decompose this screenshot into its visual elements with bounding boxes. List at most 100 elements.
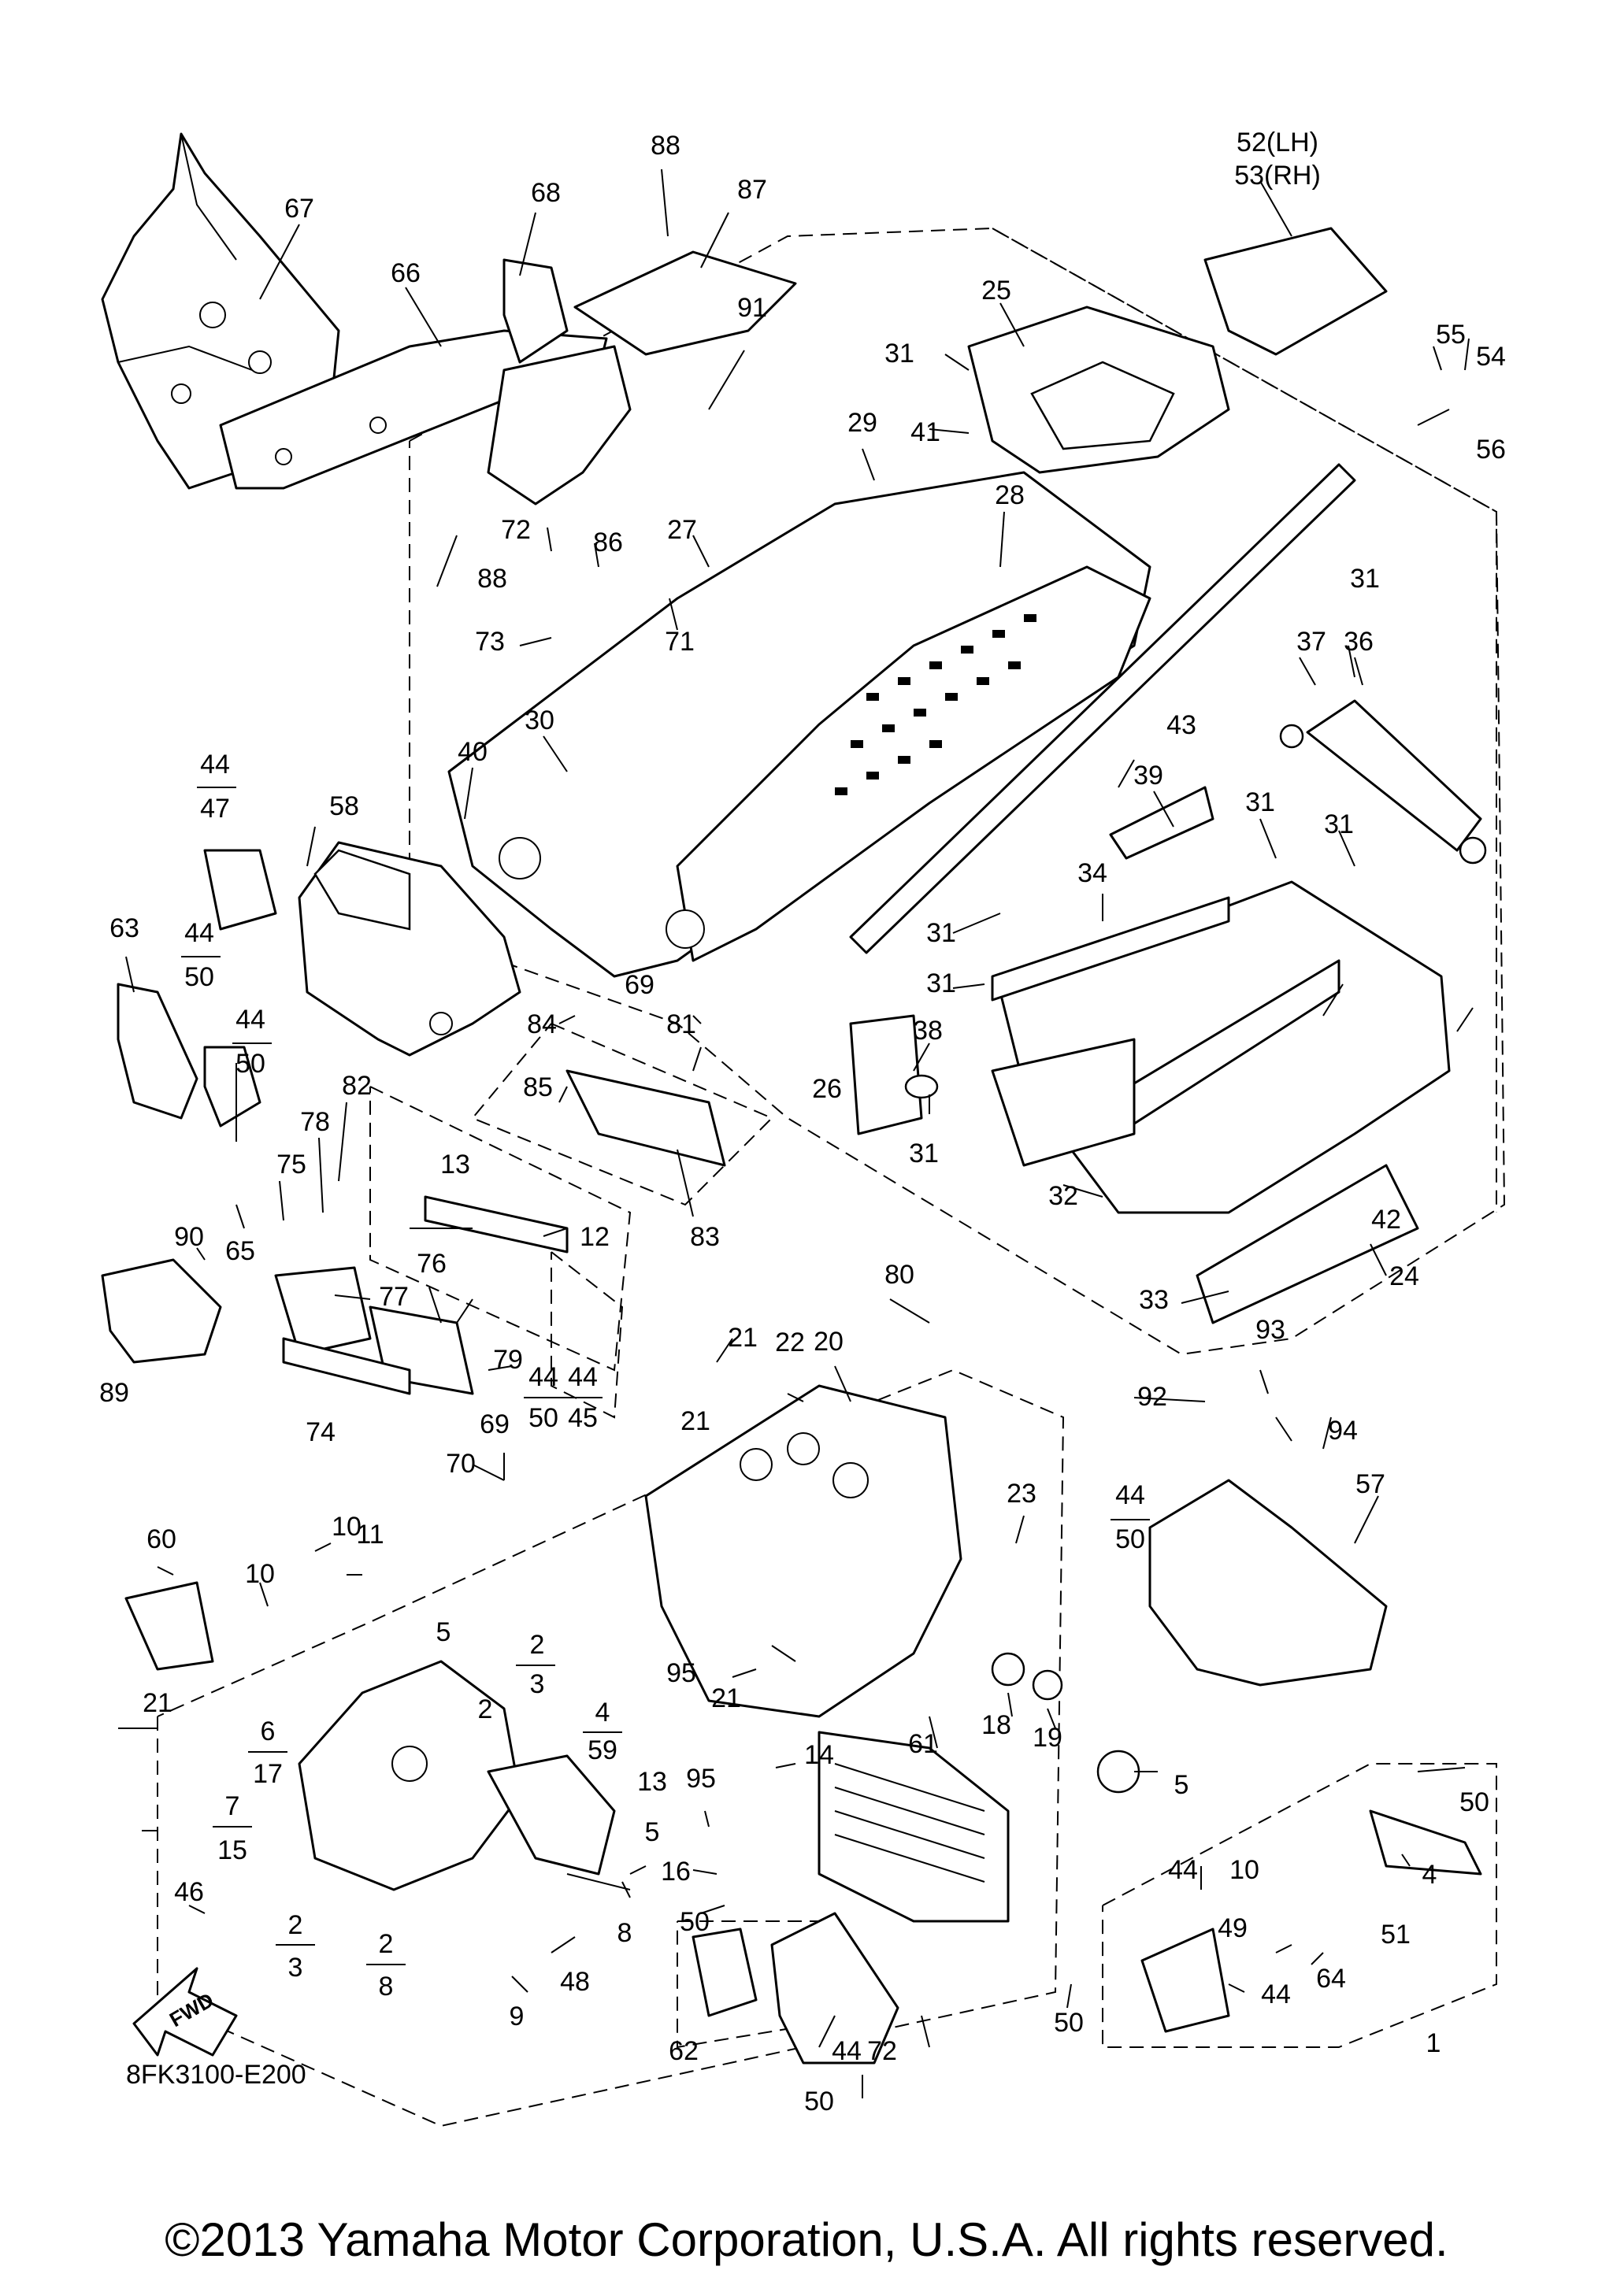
callout: 42: [1371, 1205, 1401, 1235]
callout: 2: [530, 1630, 545, 1660]
callout: 15: [217, 1835, 247, 1865]
part-32-rail: [991, 1038, 1136, 1167]
group-outline-cooler: [677, 1920, 868, 2049]
callout: 46: [174, 1877, 204, 1907]
callout-labels: 88 87 68 67 66 91 52(LH) 53(RH) 25 31 55…: [99, 128, 1506, 2116]
part-77-bracket: [274, 1266, 372, 1356]
callout: 88: [477, 564, 507, 594]
part-74-bar: [282, 1337, 411, 1395]
callout: 78: [300, 1107, 330, 1137]
callout: 31: [1245, 787, 1275, 817]
callout: 90: [174, 1222, 204, 1252]
part-14-center-frame: [644, 1384, 962, 1718]
callout: 31: [884, 339, 914, 368]
callout: 28: [995, 480, 1025, 510]
part-18-bearing: [991, 1652, 1025, 1687]
callout: 53(RH): [1234, 161, 1321, 191]
callout: 72: [501, 515, 531, 545]
callout: 55: [1436, 320, 1466, 350]
callout: 61: [908, 1729, 938, 1759]
callout: 57: [1355, 1469, 1385, 1499]
callout: 26: [812, 1074, 842, 1104]
callout: 7: [225, 1791, 240, 1821]
part-63-cover: [117, 983, 198, 1120]
callout: 44: [1261, 1979, 1291, 2009]
part-83-plate: [565, 1069, 726, 1167]
diagram-code: 8FK3100-E200: [126, 2060, 306, 2090]
callout: 24: [1389, 1261, 1419, 1291]
callout: 87: [737, 175, 767, 205]
callout: 9: [510, 2002, 525, 2031]
callout: 31: [1350, 564, 1380, 594]
group-outline-rear-frame: [992, 228, 1497, 1213]
callout: 80: [884, 1260, 914, 1290]
callout: 69: [625, 970, 654, 1000]
callout: 75: [276, 1150, 306, 1179]
callout: 44: [184, 918, 214, 948]
callout: 48: [560, 1967, 590, 1997]
callout: 3: [530, 1669, 545, 1699]
part-19-clip: [1032, 1669, 1063, 1701]
part-61-hub: [1096, 1750, 1140, 1794]
part-35-crossbar: [1279, 699, 1487, 865]
part-87-plate: [573, 250, 797, 356]
callout: 43: [1166, 710, 1196, 740]
callout: 50: [1054, 2008, 1084, 2038]
group-outline-lower-bracket: [369, 1086, 632, 1372]
callout: 77: [379, 1282, 409, 1312]
callout: 1: [1426, 2028, 1441, 2058]
callout: 58: [329, 791, 359, 821]
copyright-notice: ©2013 Yamaha Motor Corporation, U.S.A. A…: [165, 2213, 1448, 2266]
callout: 6: [261, 1716, 276, 1746]
callout: 59: [588, 1735, 617, 1765]
callout: 17: [253, 1759, 283, 1789]
callout: 31: [909, 1139, 939, 1168]
callout: 39: [1133, 761, 1163, 791]
callout: 64: [1316, 1964, 1346, 1994]
callout: 82: [342, 1071, 372, 1101]
callout: 38: [913, 1016, 943, 1046]
callout: 40: [458, 737, 488, 767]
callout: 10: [245, 1559, 275, 1589]
callout: 4: [1422, 1860, 1437, 1890]
callout: 8: [379, 1972, 394, 2002]
callout: 50: [184, 962, 214, 992]
callout: 84: [527, 1009, 557, 1039]
part-48-shield: [1140, 1928, 1230, 2033]
callout: 93: [1255, 1315, 1285, 1345]
part-89-cover: [101, 1258, 222, 1364]
callout: 13: [440, 1150, 470, 1179]
callout: 21: [728, 1323, 758, 1353]
part-65-cap: [203, 1046, 261, 1128]
group-outline-front-frame: [157, 1368, 1065, 2128]
callout: 52(LH): [1237, 128, 1318, 157]
callout: 36: [1344, 627, 1374, 657]
leader-lines: [118, 168, 1474, 2048]
callout: 37: [1296, 627, 1326, 657]
callout: 31: [926, 918, 956, 948]
callout: 60: [146, 1524, 176, 1554]
callout: 2: [379, 1929, 394, 1959]
callout: 74: [306, 1417, 336, 1447]
part-25-frame: [967, 306, 1230, 474]
part-59-bracket: [124, 1581, 214, 1671]
callout: 5: [645, 1817, 660, 1847]
callout: 21: [680, 1406, 710, 1436]
callout: 45: [568, 1403, 598, 1433]
callout: 33: [1139, 1285, 1169, 1315]
part-12-bar: [424, 1195, 569, 1254]
callout: 65: [225, 1236, 255, 1266]
callout: 86: [593, 528, 623, 557]
callout: 31: [1324, 809, 1354, 839]
callout: 88: [651, 131, 680, 161]
callout: 44: [1115, 1480, 1145, 1510]
callout: 21: [711, 1683, 741, 1713]
callout: 71: [665, 627, 695, 657]
callout: 68: [531, 178, 561, 208]
part-38-bushing: [904, 1074, 939, 1099]
callout: 21: [143, 1688, 172, 1718]
group-outline-upper-frame: [409, 227, 1506, 1356]
callout: 79: [493, 1345, 523, 1375]
callout: 92: [1137, 1382, 1167, 1412]
